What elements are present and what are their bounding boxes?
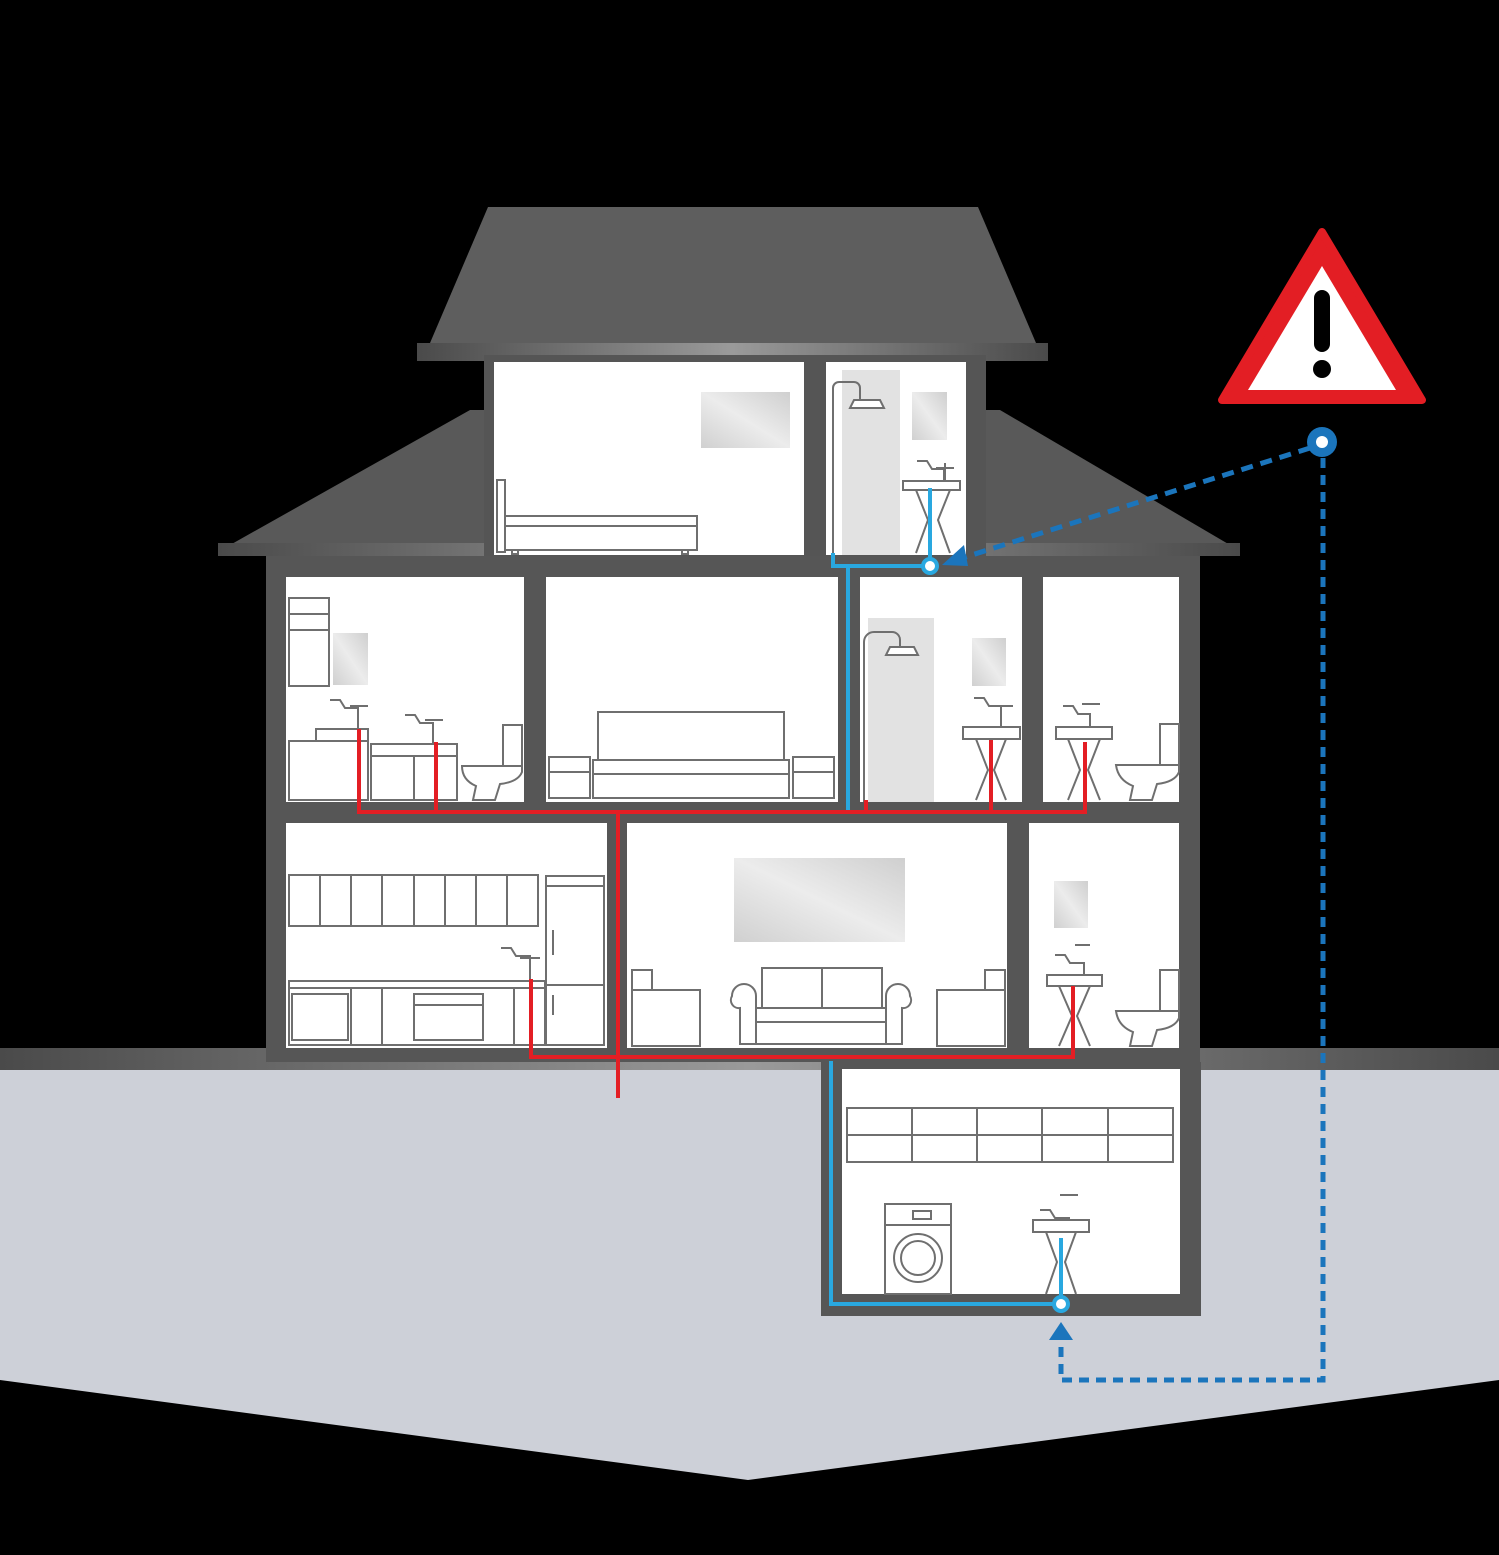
shower-room-mirror (972, 638, 1006, 686)
washing-machine-icon (885, 1204, 951, 1294)
sensor-node-center (1316, 436, 1328, 448)
washroom-cabinet (289, 598, 329, 686)
nightstand-left (549, 757, 590, 798)
upper-roof (430, 207, 1036, 343)
refrigerator-icon (546, 876, 604, 1045)
bed-icon (593, 712, 789, 798)
living-room-picture (734, 858, 905, 942)
attic-mirror (912, 392, 947, 440)
kitchen-upper-cabinets (289, 875, 538, 926)
ground-bathroom-mirror (1054, 881, 1088, 928)
attic-picture (701, 392, 790, 448)
washroom-mirror (333, 633, 368, 685)
nightstand-right (793, 757, 834, 798)
sensor-node-icon (1054, 1297, 1068, 1311)
sensor-node-icon (923, 559, 937, 573)
basement-shelves (847, 1108, 1173, 1162)
attic-shower-panel (842, 370, 900, 555)
